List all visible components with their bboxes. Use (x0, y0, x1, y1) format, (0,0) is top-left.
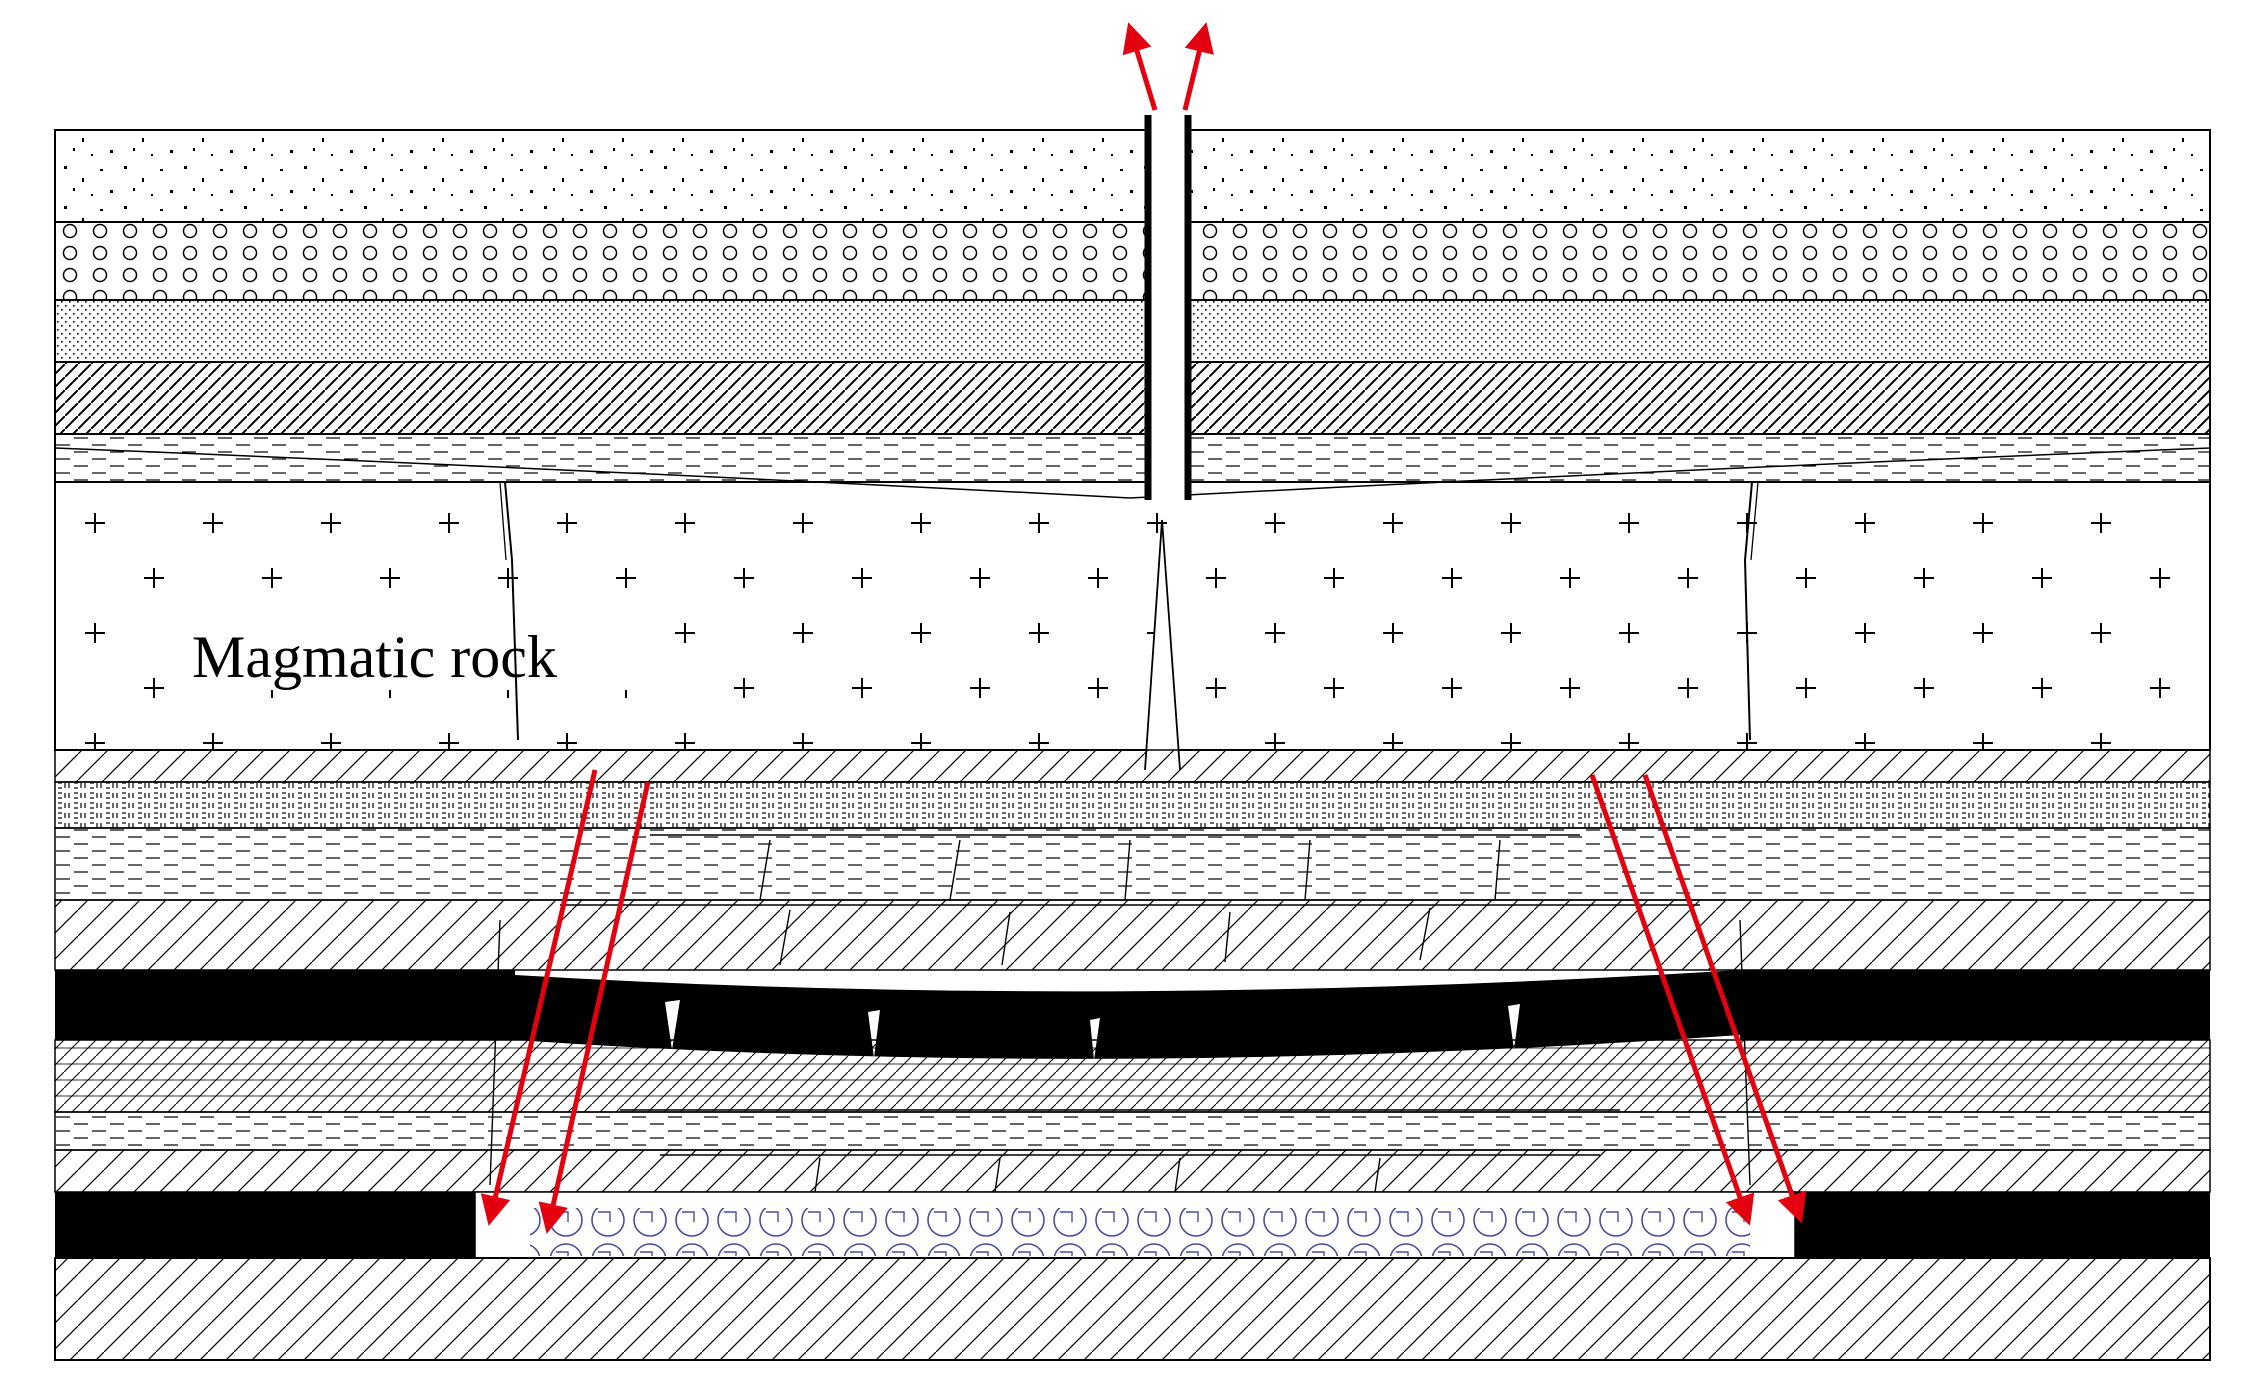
red-arrow-icon (1122, 22, 1158, 111)
layer-conglomerate (54, 221, 2211, 301)
fracture-right (1743, 481, 1753, 741)
red-arrow-icon (1182, 22, 1214, 111)
coal-seam-lower-left (55, 1192, 475, 1258)
coal-seam-upper-sagged (515, 970, 1740, 1059)
layer-fine-sand (54, 299, 2211, 363)
layer-sandy-mudstone (54, 827, 2211, 901)
broken-blocks (489, 781, 1751, 1193)
fracture-centre (1144, 519, 1181, 771)
layer-siltstone-upper (54, 749, 2211, 783)
coal-seam-upper-right (1740, 970, 2210, 1040)
layer-sandy-shale (54, 1039, 2211, 1113)
coal-seam-upper (55, 970, 515, 1040)
fracture-left (504, 481, 519, 741)
red-arrow-icon (1589, 774, 1755, 1226)
red-arrow-icon (538, 781, 651, 1234)
layer-shale (54, 433, 2211, 483)
vertical-borehole (1144, 115, 1192, 500)
layer-floor (54, 1257, 2211, 1361)
coal-seam-lower-right (1795, 1192, 2210, 1258)
layer-siltstone-lower (54, 1149, 2211, 1193)
gob-rubble (530, 1208, 1750, 1256)
gas-flow-arrows (480, 22, 1807, 1234)
disturbed-strata (54, 749, 2211, 1361)
layer-mudstone-dense (54, 361, 2211, 435)
fracture-right-b (1750, 481, 1759, 561)
layer-fine-sandstone (54, 781, 2211, 829)
magmatic-rock-label: Magmatic rock (192, 624, 557, 690)
fracture-left-b (499, 481, 507, 561)
coal-crack-3 (1090, 1018, 1100, 1060)
layer-mudstone-lower (54, 1111, 2211, 1151)
upper-strata: Magmatic rock (54, 129, 2211, 771)
red-arrow-icon (480, 769, 598, 1226)
red-arrow-icon (1642, 774, 1807, 1224)
coal-crack-1 (665, 1000, 680, 1050)
layer-mudstone (54, 899, 2211, 971)
coal-crack-4 (1508, 1004, 1520, 1050)
layer-sand (54, 129, 2211, 223)
label-backdrop (180, 610, 660, 690)
coal-crack-2 (868, 1010, 880, 1058)
